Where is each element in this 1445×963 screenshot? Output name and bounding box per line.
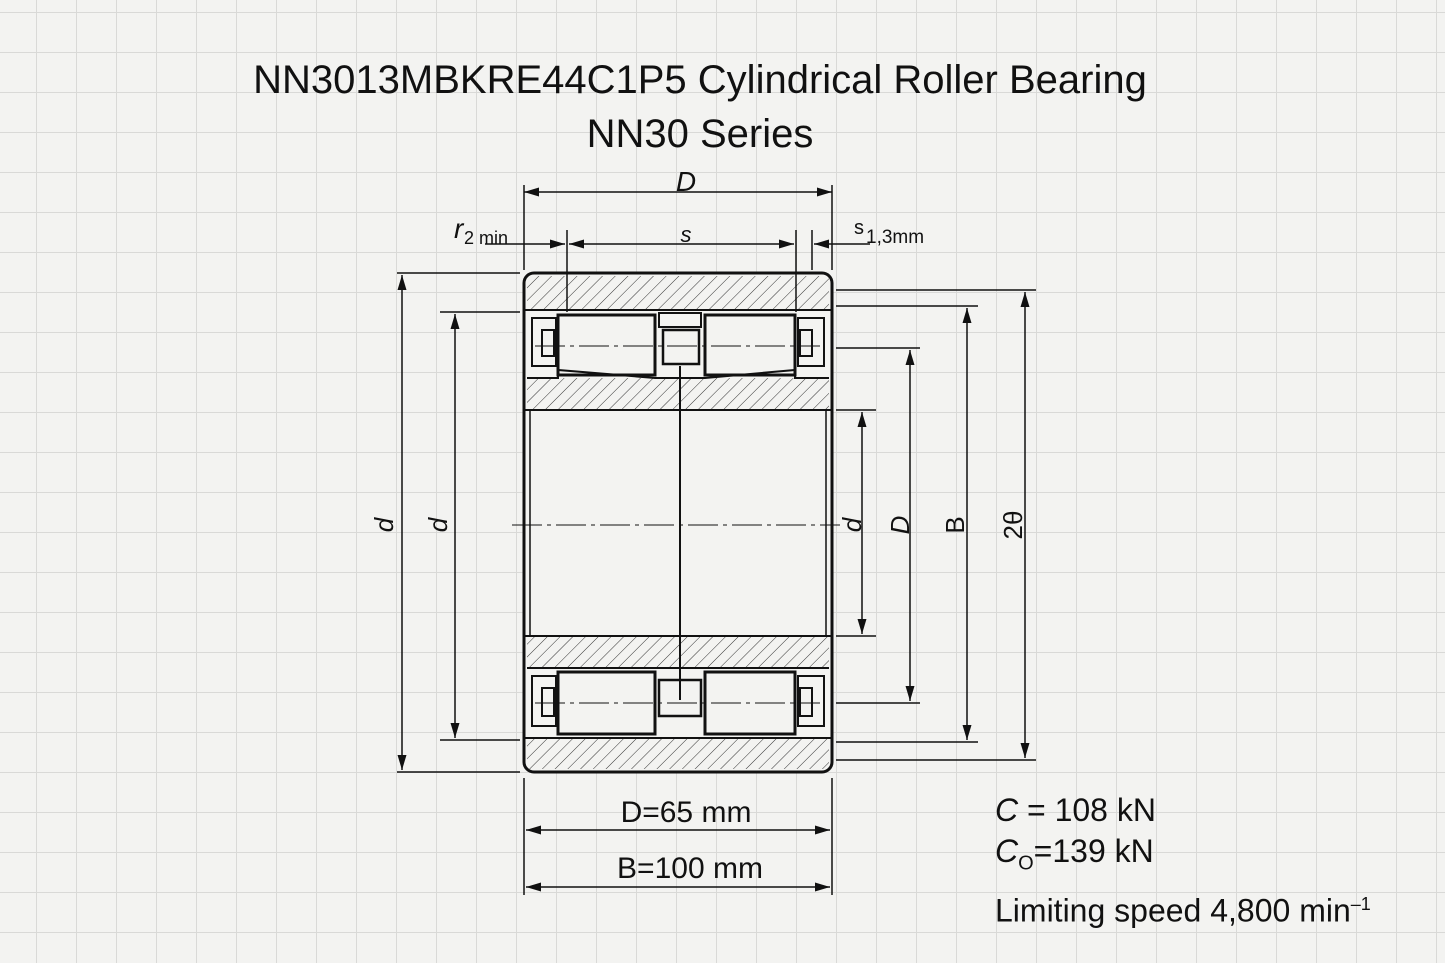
title-line-2: NN30 Series	[586, 112, 814, 156]
label-d-right: d	[837, 516, 867, 532]
label-s: s	[681, 222, 692, 247]
bearing-specs: C = 108 kN CO=139 kN Limiting speed 4,80…	[995, 790, 1371, 932]
dimension-lines	[397, 185, 1036, 895]
label-B-100mm: B=100 mm	[617, 852, 763, 885]
limiting-speed: Limiting speed 4,800 min–1	[995, 893, 1371, 930]
label-D-right: D	[885, 516, 915, 535]
label-r2min: r	[454, 213, 465, 244]
static-load-rating: CO=139 kN	[995, 833, 1154, 875]
title-line-1: NN3013MBKRE44C1P5 Cylindrical Roller Bea…	[253, 58, 1147, 102]
label-2theta: 2θ	[998, 511, 1028, 540]
label-s13: s	[854, 217, 864, 239]
label-d-left-outer: d	[369, 516, 399, 532]
bearing-body	[512, 271, 840, 774]
label-B-right: B	[940, 516, 970, 533]
label-D-65mm: D=65 mm	[621, 796, 752, 829]
label-r2min-sub: 2 min	[464, 228, 508, 248]
label-D-top: D	[676, 166, 696, 197]
label-d-left-inner: d	[423, 516, 453, 532]
dynamic-load-rating: C = 108 kN	[995, 792, 1156, 828]
label-s13-sub: 1,3mm	[866, 227, 924, 248]
